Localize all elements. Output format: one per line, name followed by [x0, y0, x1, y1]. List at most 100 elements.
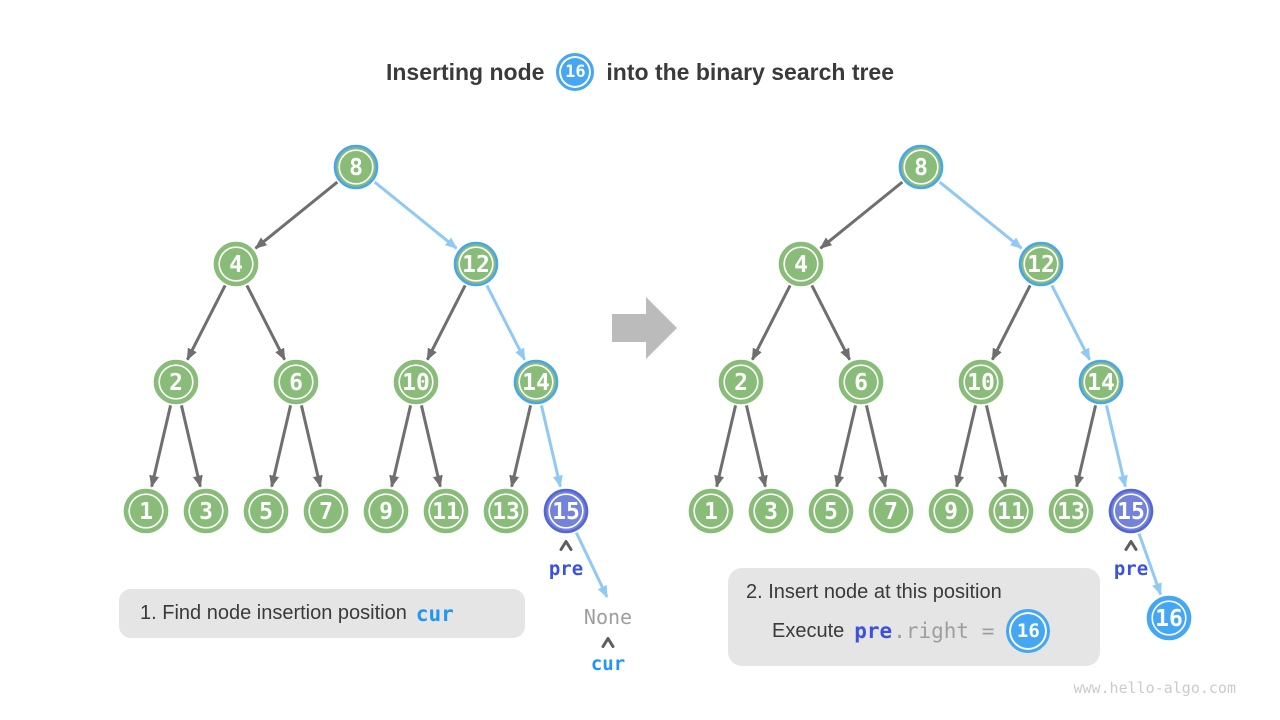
- node-value-15: 15: [1117, 499, 1145, 525]
- edge-14-13: [1074, 405, 1098, 488]
- caption2-line1: 2. Insert node at this position: [746, 581, 1002, 603]
- tree-node-14: 14: [1078, 359, 1124, 405]
- edge-10-9: [389, 405, 413, 488]
- edge-12-10: [990, 284, 1032, 361]
- caption1-code-cur: cur: [415, 601, 454, 626]
- caption2-line2: Execute pre .right = 16: [772, 609, 1100, 653]
- edge-4-2: [185, 284, 227, 361]
- node-value-12: 12: [1027, 252, 1055, 278]
- caption2-node-badge: 16: [1006, 609, 1051, 653]
- tree-node-7: 7: [303, 488, 349, 534]
- edge-6-7: [864, 405, 888, 488]
- edge-10-9: [954, 405, 978, 488]
- edge-4-6: [810, 284, 852, 361]
- edge-6-7: [299, 405, 323, 488]
- edge-8-4: [254, 180, 339, 250]
- edge-6-5: [834, 405, 858, 488]
- edge-10-11: [984, 405, 1008, 488]
- pointer-arrow-from-15: [574, 532, 609, 598]
- node-value-6: 6: [854, 370, 868, 396]
- edge-2-1: [149, 405, 173, 488]
- node-value-3: 3: [764, 499, 778, 525]
- title-node-value: 16: [565, 62, 586, 82]
- node-value-6: 6: [289, 370, 303, 396]
- tree-node-15: 15: [1108, 488, 1154, 534]
- edge-10-11: [419, 405, 443, 488]
- tree-node-1: 1: [688, 488, 734, 534]
- diagram-title: Inserting node 16 into the binary search…: [0, 49, 1280, 95]
- tree-node-8: 8: [333, 144, 379, 190]
- node-value-1: 1: [139, 499, 153, 525]
- edge-8-12: [938, 180, 1023, 250]
- tree-node-14: 14: [513, 359, 559, 405]
- tree-node-4: 4: [778, 241, 824, 287]
- tree-node-11: 11: [988, 488, 1034, 534]
- edge-14-13: [509, 405, 533, 488]
- caption-step1: 1. Find node insertion position cur: [119, 589, 525, 638]
- tree-node-6: 6: [273, 359, 319, 405]
- node-value-15: 15: [552, 499, 580, 525]
- tree-node-6: 6: [838, 359, 884, 405]
- node-value-16: 16: [1155, 606, 1183, 632]
- node-value-7: 7: [319, 499, 333, 525]
- label-pre: pre: [549, 558, 583, 580]
- tree-node-9: 9: [363, 488, 409, 534]
- title-node-badge: 16: [556, 53, 595, 91]
- edge-4-2: [750, 284, 792, 361]
- node-value-4: 4: [229, 252, 243, 278]
- node-value-3: 3: [199, 499, 213, 525]
- tree-node-3: 3: [183, 488, 229, 534]
- edge-12-14: [1050, 284, 1092, 361]
- node-value-2: 2: [169, 370, 183, 396]
- tree-node-2: 2: [718, 359, 764, 405]
- node-value-7: 7: [884, 499, 898, 525]
- edge-4-6: [245, 284, 287, 361]
- tree-node-13: 13: [483, 488, 529, 534]
- title-suffix: into the binary search tree: [606, 58, 895, 85]
- watermark: www.hello-algo.com: [1073, 679, 1236, 697]
- tree-node-11: 11: [423, 488, 469, 534]
- node-value-1: 1: [704, 499, 718, 525]
- node-value-9: 9: [379, 499, 393, 525]
- caret-up-icon: [1124, 540, 1138, 551]
- edge-8-4: [819, 180, 904, 250]
- title-prefix: Inserting node: [385, 58, 545, 85]
- node-value-8: 8: [349, 155, 363, 181]
- edge-2-1: [714, 405, 738, 488]
- caption1-text: 1. Find node insertion position: [140, 602, 407, 624]
- node-value-12: 12: [462, 252, 490, 278]
- node-value-2: 2: [734, 370, 748, 396]
- caption2-exec-label: Execute: [772, 619, 845, 642]
- node-value-5: 5: [259, 499, 273, 525]
- tree-node-3: 3: [748, 488, 794, 534]
- label-none: None: [584, 605, 632, 629]
- edge-2-3: [179, 405, 203, 488]
- tree-node-10: 10: [958, 359, 1004, 405]
- caption2-code-pre: pre: [854, 619, 893, 643]
- node-value-4: 4: [794, 252, 808, 278]
- tree-node-7: 7: [868, 488, 914, 534]
- tree-node-5: 5: [808, 488, 854, 534]
- edge-12-10: [425, 284, 467, 361]
- caption2-node-value: 16: [1016, 620, 1040, 642]
- edge-14-15: [539, 405, 563, 488]
- node-value-14: 14: [1087, 370, 1115, 396]
- caption2-code-rest: .right =: [893, 619, 995, 643]
- tree-node-2: 2: [153, 359, 199, 405]
- edge-8-12: [373, 180, 458, 250]
- tree-node-9: 9: [928, 488, 974, 534]
- node-value-10: 10: [402, 370, 430, 396]
- tree-node-16: 16: [1146, 595, 1192, 641]
- tree-node-15: 15: [543, 488, 589, 534]
- caret-up-icon: [601, 637, 615, 648]
- edge-14-15: [1104, 405, 1128, 488]
- tree-node-1: 1: [123, 488, 169, 534]
- node-value-14: 14: [522, 370, 550, 396]
- tree-node-12: 12: [453, 241, 499, 287]
- transition-arrow: [612, 297, 677, 359]
- tree-node-4: 4: [213, 241, 259, 287]
